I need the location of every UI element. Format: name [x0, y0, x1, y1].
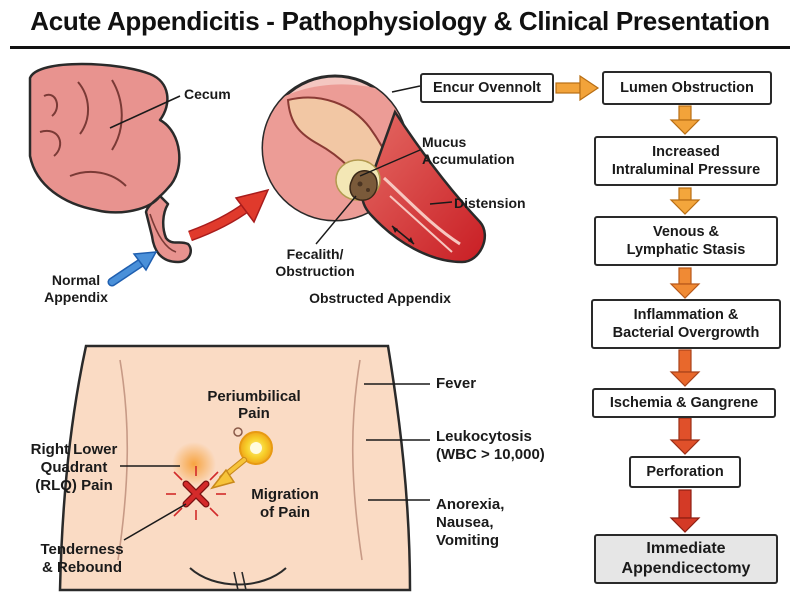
- label-distension: Distension: [454, 195, 526, 211]
- label-tenderness-rebound: Tenderness & Rebound: [40, 541, 124, 576]
- label-obstructed-appendix: Obstructed Appendix: [309, 290, 451, 306]
- periumbilical-pain-marker: [210, 431, 273, 490]
- label-leukocytosis: Leukocytosis (WBC > 10,000): [436, 428, 545, 463]
- title-divider: [10, 46, 790, 49]
- label-cecum: Cecum: [184, 86, 231, 102]
- flow-step-inflammation: Inflammation & Bacterial Overgrowth: [591, 299, 781, 349]
- page-title: Acute Appendicitis - Pathophysiology & C…: [30, 6, 770, 36]
- label-anorexia-nausea-vomiting: Anorexia, Nausea, Vomiting: [436, 496, 505, 549]
- label-migration-of-pain: Migration of Pain: [251, 486, 319, 521]
- flow-step-intraluminal-pressure: Increased Intraluminal Pressure: [594, 136, 778, 186]
- rlq-pain-glow: [172, 442, 216, 486]
- flow-step-appendicectomy: Immediate Appendicectomy: [594, 534, 778, 584]
- flow-step-lumen-obstruction: Lumen Obstruction: [602, 71, 772, 105]
- flow-step-perforation: Perforation: [629, 456, 741, 488]
- label-fever: Fever: [436, 375, 477, 392]
- flow-start-box: Encur Ovennolt: [420, 73, 554, 103]
- flow-arrows: [555, 74, 701, 533]
- obstructed-appendix-illustration: [261, 74, 486, 264]
- cecum-illustration: [28, 62, 192, 264]
- flow-step-venous-stasis: Venous & Lymphatic Stasis: [594, 216, 778, 266]
- label-mucus-accumulation: Mucus Accumulation: [422, 134, 515, 167]
- flow-step-ischemia: Ischemia & Gangrene: [592, 388, 776, 418]
- label-normal-appendix: Normal Appendix: [44, 272, 108, 305]
- label-rlq-pain: Right Lower Quadrant (RLQ) Pain: [30, 441, 118, 494]
- tenderness-marker: [166, 466, 226, 520]
- label-periumbilical-pain: Periumbilical Pain: [207, 388, 301, 422]
- label-fecalith: Fecalith/ Obstruction: [275, 246, 355, 279]
- magnify-arrow: [188, 188, 270, 242]
- normal-appendix-arrow: [107, 251, 158, 287]
